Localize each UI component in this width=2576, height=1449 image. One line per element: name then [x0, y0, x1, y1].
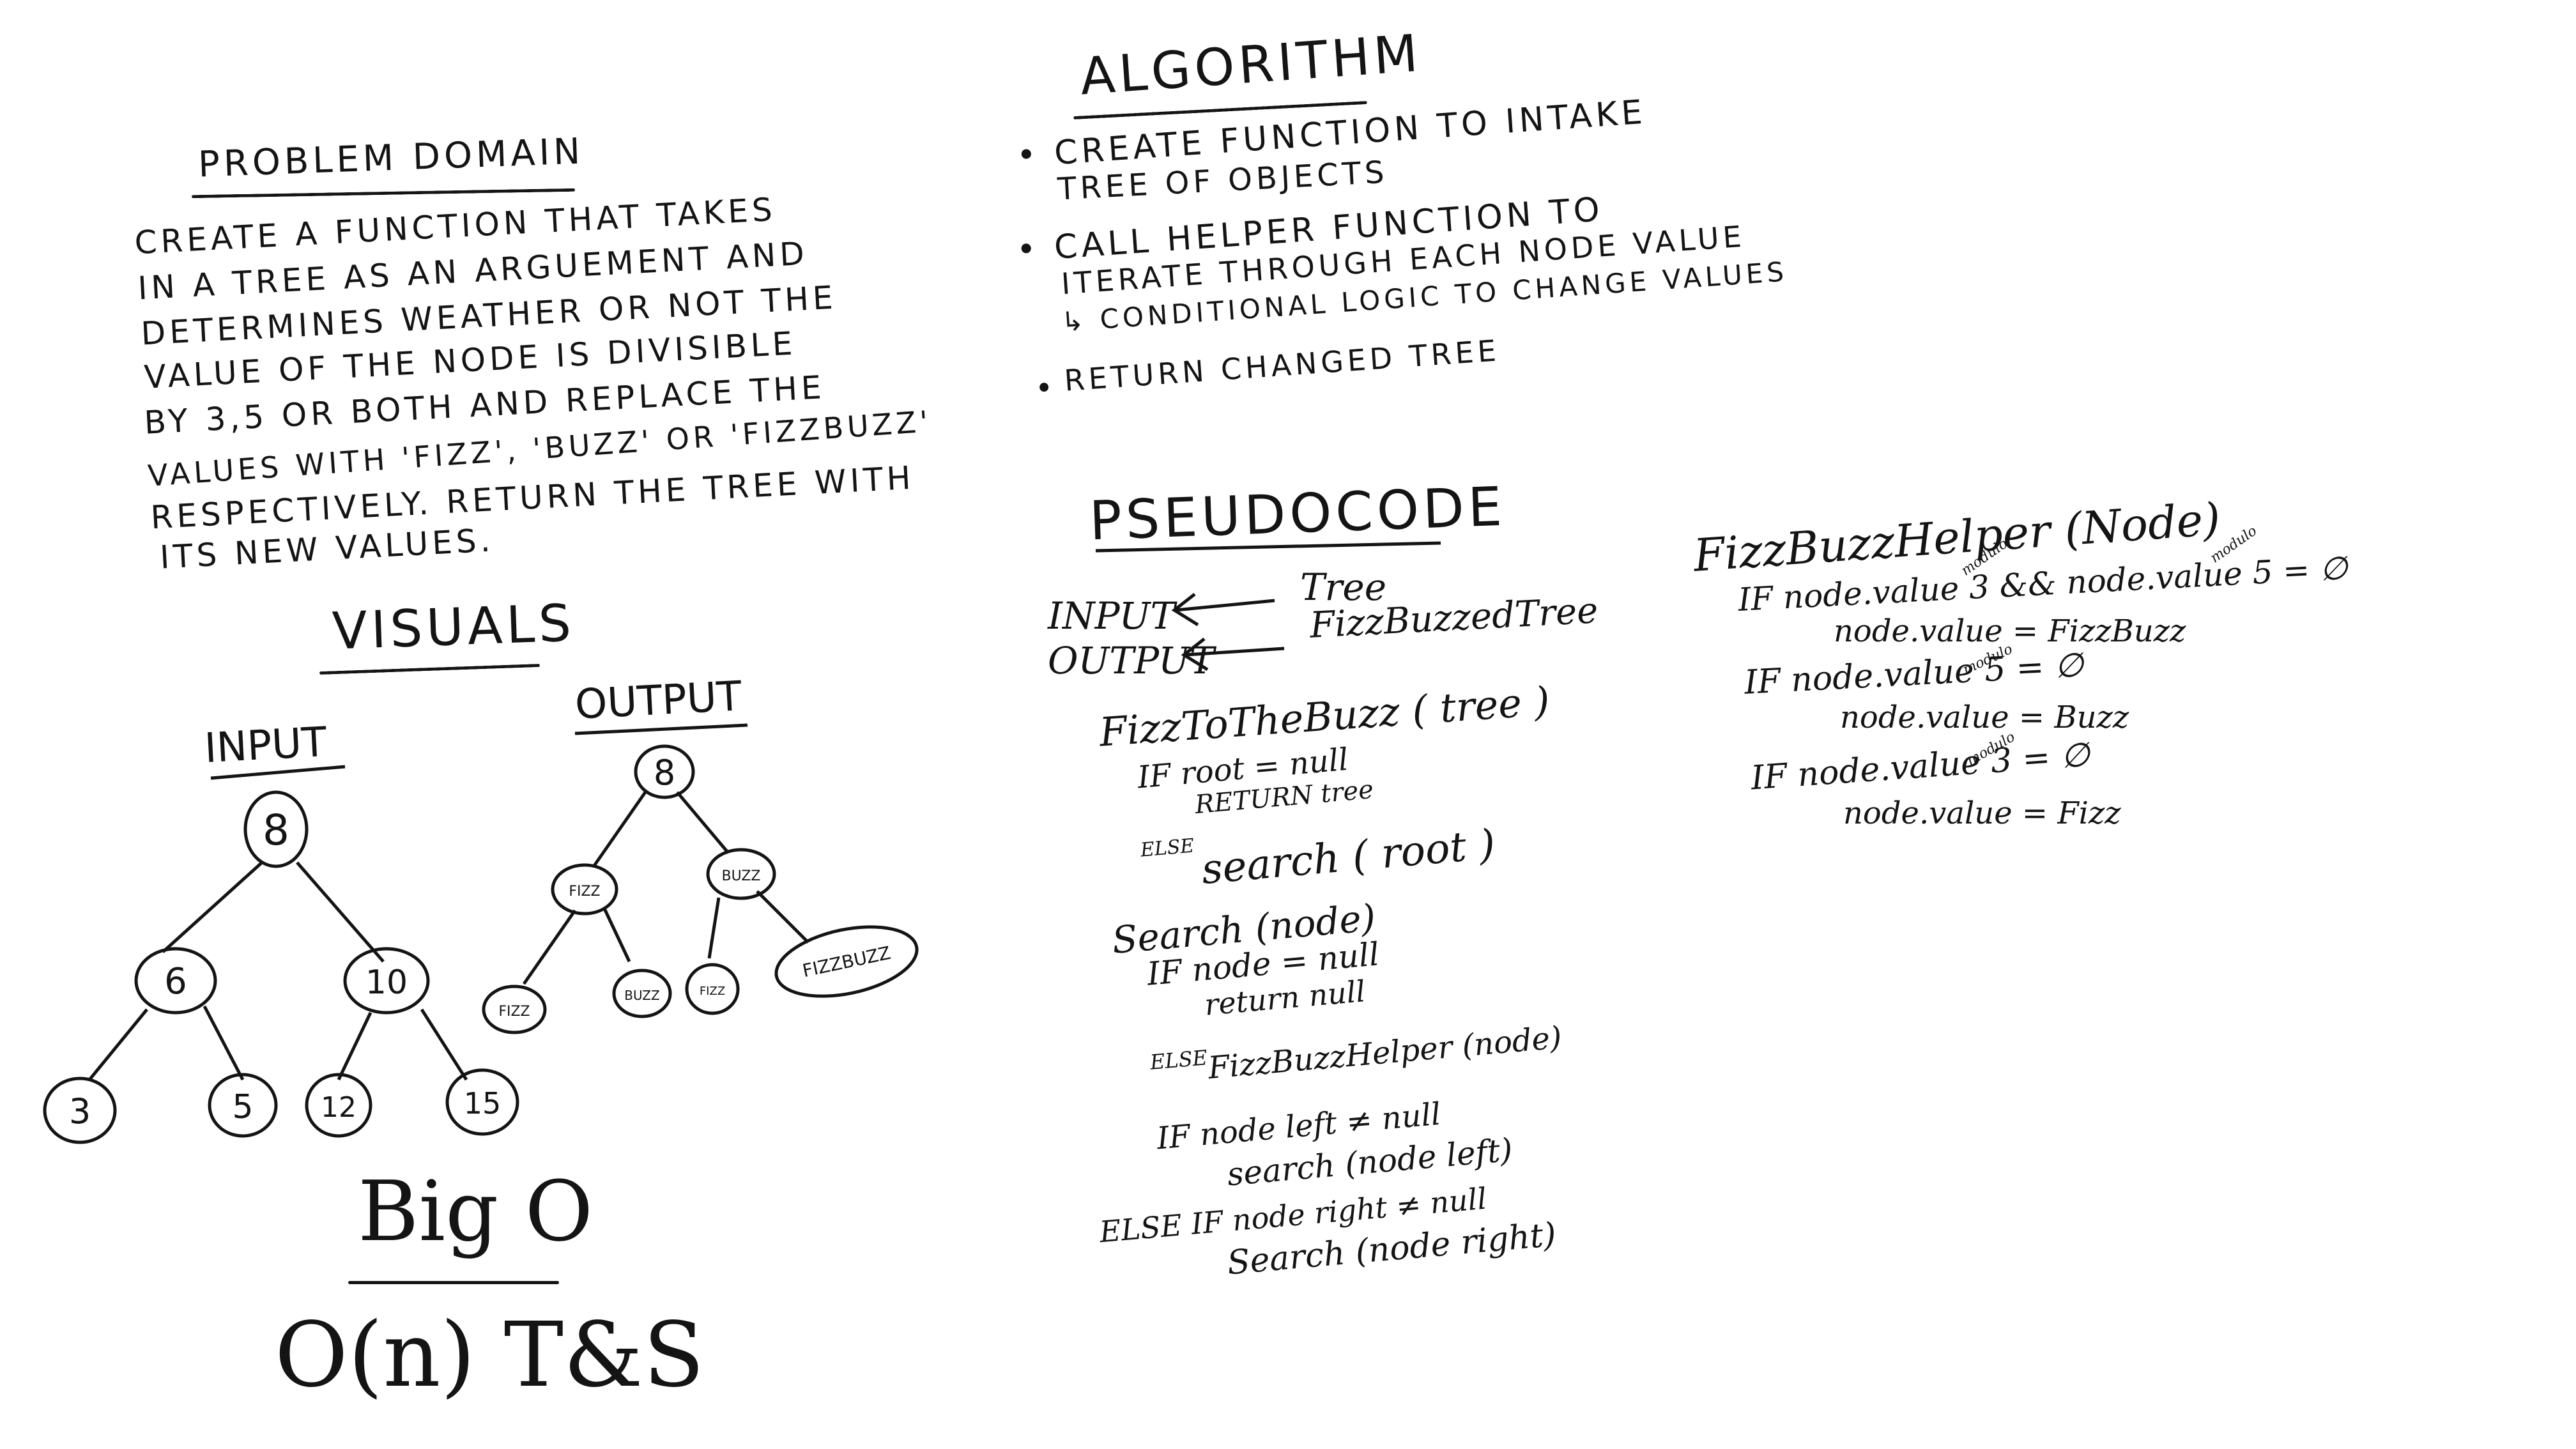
output-node-circle: [482, 985, 547, 1034]
pseudocode-input-label: INPUT: [1048, 594, 1176, 638]
input-arrow-icon: [1171, 593, 1275, 627]
output-node-label: FIZZBUZZ: [801, 942, 893, 981]
output-arrow-icon: [1181, 638, 1285, 671]
pseudocode-output-label: OUTPUT: [1048, 639, 1215, 682]
output-node-circle: [551, 863, 618, 916]
output-node-circle: [685, 963, 740, 1015]
output-node-label: FIZZ: [700, 985, 725, 998]
big-o-underline: [348, 1281, 559, 1284]
output-node-label: 8: [654, 753, 675, 793]
pseudocode-input-value: Tree: [1300, 565, 1387, 609]
input-node-circle: [343, 947, 430, 1015]
helper-line: node.value = Buzz: [1840, 700, 2129, 735]
output-label-underline: [574, 723, 748, 735]
pseudocode-underline: [1095, 541, 1441, 553]
output-tree-nodes: 8 FIZZ BUZZ FIZZ BUZZ FIZZ FIZZBUZZ: [482, 744, 919, 1034]
input-node-circle: [43, 1077, 117, 1144]
output-node-circle: [706, 848, 776, 900]
input-label-underline: [210, 765, 346, 780]
output-node-label: FIZZ: [498, 1004, 530, 1020]
input-node-label: 5: [232, 1088, 253, 1126]
output-node-label: BUZZ: [624, 988, 659, 1003]
input-node-circle: [305, 1073, 372, 1138]
pseudocode-line: ELSE: [1139, 834, 1195, 862]
output-node-label: FIZZ: [569, 884, 600, 900]
input-node-label: 6: [164, 961, 187, 1002]
input-node-label: 12: [321, 1091, 356, 1124]
big-o-heading: Big O: [358, 1163, 594, 1260]
output-node-circle: [612, 969, 672, 1018]
input-node-label: 10: [365, 963, 408, 1002]
input-tree-edges: [88, 861, 468, 1081]
input-node-circle: [208, 1073, 278, 1138]
helper-line: node.value = FizzBuzz: [1834, 613, 2186, 649]
pseudocode-line: ELSE: [1149, 1045, 1209, 1075]
output-node-circle: [634, 744, 695, 799]
input-node-circle: [445, 1068, 519, 1136]
output-node-label: BUZZ: [722, 868, 761, 884]
input-node-label: 15: [464, 1086, 502, 1121]
input-node-label: 3: [69, 1091, 91, 1131]
input-node-circle: [134, 947, 217, 1015]
helper-line: node.value = Fizz: [1843, 795, 2121, 831]
input-node-label: 8: [263, 806, 289, 855]
input-node-circle: [243, 790, 309, 868]
output-node-circle: [774, 925, 919, 998]
pseudocode-arrows: [1171, 593, 1285, 671]
output-tree-edges: [522, 791, 809, 985]
algorithm-bullet: •: [1035, 371, 1057, 406]
big-o-value: O(n) T&S: [275, 1303, 705, 1407]
input-tree-nodes: 8 6 10 3 5 12 15: [43, 790, 519, 1144]
